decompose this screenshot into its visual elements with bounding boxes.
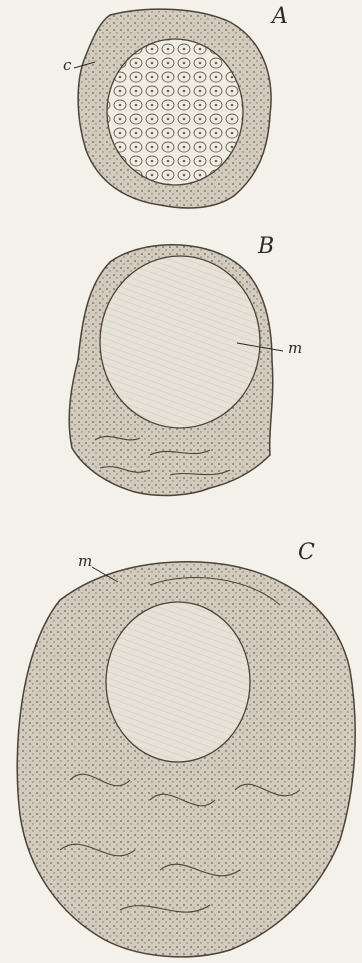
m-label-panel-c: m: [78, 554, 92, 569]
m-label-panel-b: m: [288, 341, 302, 356]
panel-a-drawing: [74, 9, 271, 208]
panel-a-label: A: [272, 6, 288, 28]
panel-b-label: B: [258, 236, 274, 258]
panel-a-cell-mass: [107, 39, 243, 185]
panel-c-inner-mass: [106, 602, 250, 762]
c-label: c: [63, 58, 71, 73]
panel-b-drawing: [69, 245, 283, 496]
panel-c-drawing: [17, 562, 355, 957]
panel-b-inner-mass: [100, 256, 260, 428]
panel-c-label: C: [298, 542, 315, 564]
